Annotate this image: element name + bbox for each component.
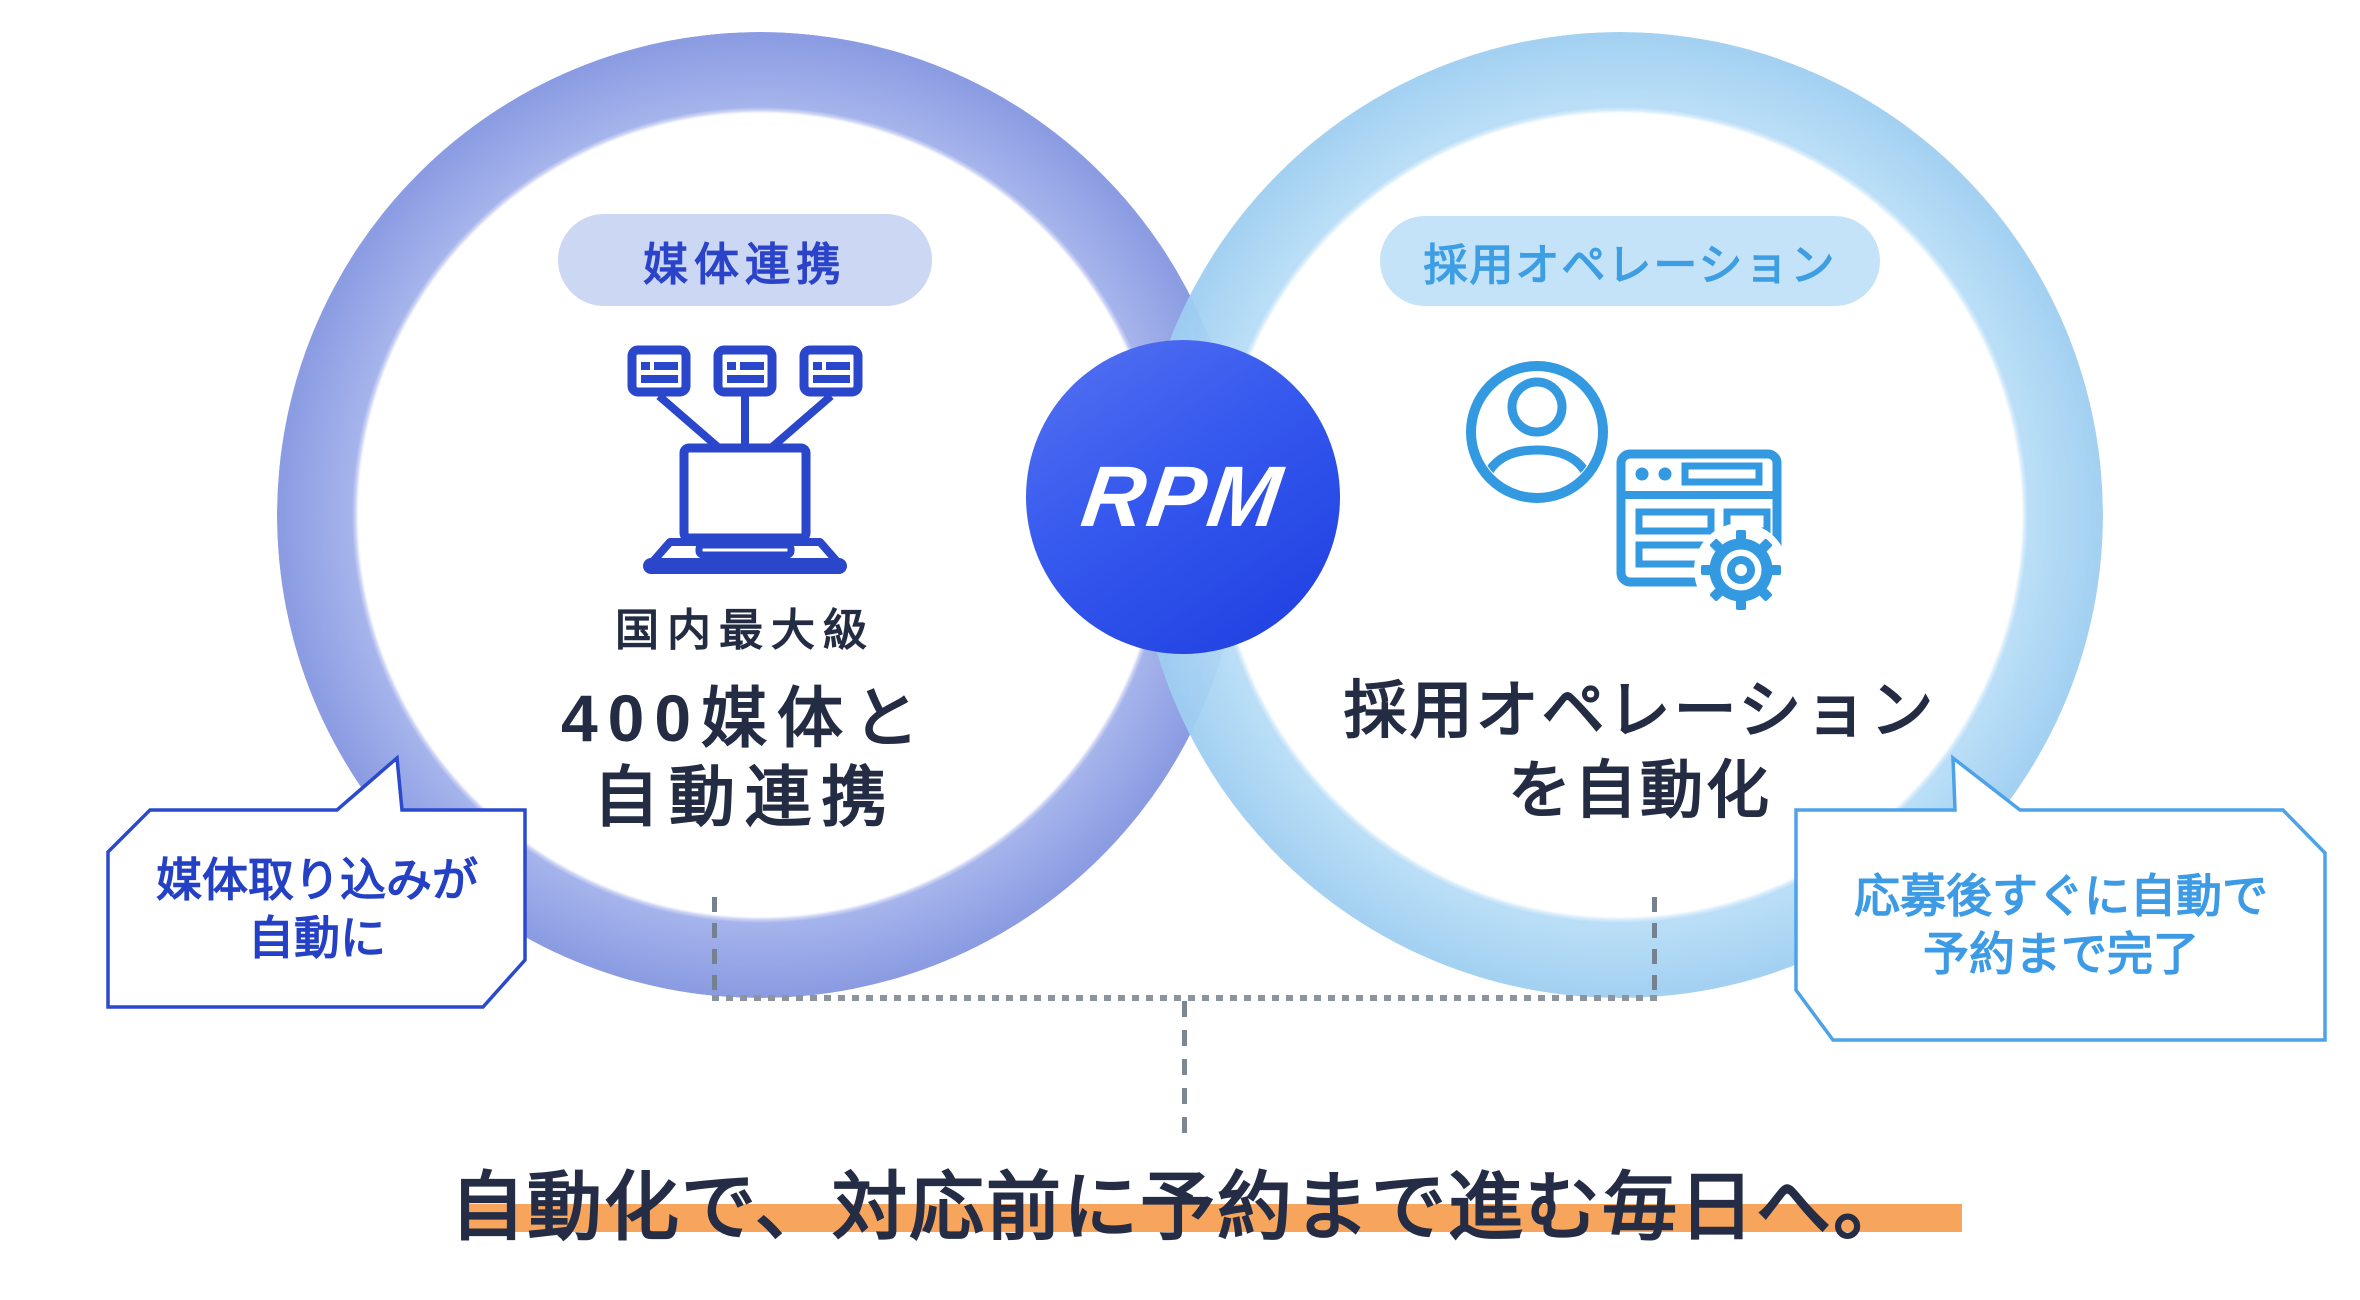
left-title-line1: 400媒体と — [560, 681, 930, 755]
headline-highlight-bar — [468, 1204, 1962, 1232]
laptop-media-network-icon — [627, 345, 863, 574]
left-callout-text: 媒体取り込みが 自動に — [108, 815, 526, 1003]
right-callout-line1: 応募後すぐに自動で — [1854, 870, 2268, 922]
recruiting-operation-icons — [1466, 361, 1788, 617]
left-callout-line1: 媒体取り込みが — [156, 854, 478, 906]
right-callout-line2: 予約まで完了 — [1923, 928, 2199, 980]
badge-recruiting-operation: 採用オペレーション — [1380, 216, 1880, 306]
badge-media-integration: 媒体連携 — [558, 214, 932, 306]
right-title-line2: を自動化 — [1508, 756, 1772, 826]
badge-media-integration-label: 媒体連携 — [642, 238, 847, 290]
connector-lines — [656, 392, 834, 452]
left-callout-line2: 自動に — [248, 912, 386, 964]
headline-text: 自動化で、対応前に予約まで進む毎日へ。 — [449, 1165, 1910, 1249]
badge-recruiting-operation-label: 採用オペレーション — [1423, 241, 1837, 290]
browser-header-dots — [1635, 467, 1672, 481]
monitor-cards — [627, 345, 863, 397]
settings-gear-icon — [1701, 530, 1781, 610]
left-subtitle: 国内最大級 — [615, 606, 875, 655]
right-callout-shape — [1794, 754, 2327, 1042]
right-dashed-connector — [1652, 897, 1657, 998]
left-title-line2: 自動連携 — [593, 760, 897, 834]
center-dashed-connector — [1182, 1001, 1187, 1139]
left-callout-bubble — [106, 754, 527, 1009]
laptop-screen — [679, 443, 811, 543]
rpm-logo-badge: RPM — [1026, 340, 1340, 654]
left-callout-shape — [106, 754, 527, 1009]
monitor-card-rows — [641, 362, 850, 383]
browser-address-bar — [1681, 462, 1763, 486]
right-title-line1: 採用オペレーション — [1343, 676, 1937, 746]
left-dashed-connector — [712, 897, 717, 998]
right-callout-bubble — [1794, 754, 2327, 1042]
laptop-bottom-bar — [643, 558, 847, 574]
laptop-keyboard — [695, 541, 795, 559]
right-callout-text: 応募後すぐに自動で 予約まで完了 — [1800, 815, 2322, 1035]
user-avatar-icon — [1466, 361, 1608, 503]
horizontal-dotted-connector — [712, 995, 1658, 1001]
rpm-logo-text: RPM — [1076, 448, 1290, 545]
